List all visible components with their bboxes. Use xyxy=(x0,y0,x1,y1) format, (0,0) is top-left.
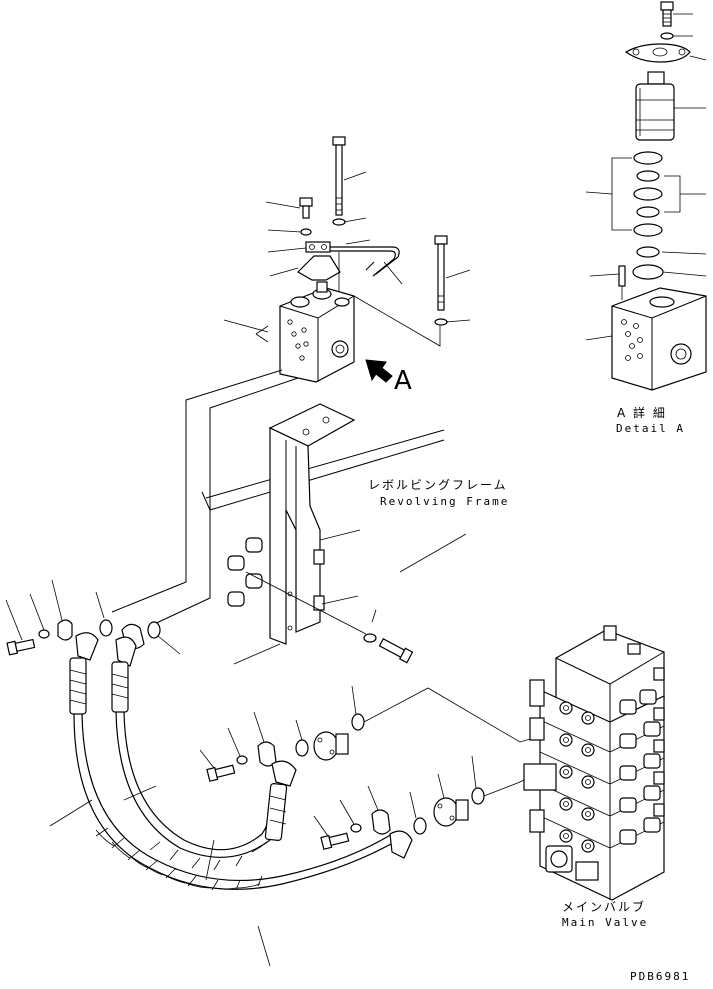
pilot-valve-assembly xyxy=(223,136,471,383)
long-bolt-right xyxy=(434,235,448,311)
pilot-leader-lines xyxy=(223,171,471,343)
detail-leader-lines xyxy=(585,13,707,341)
small-washer xyxy=(300,228,312,236)
washer-upper xyxy=(332,218,346,226)
hose-adapter-lower xyxy=(433,797,469,827)
detail-o-rings xyxy=(632,151,664,280)
pilot-bracket xyxy=(297,255,341,281)
detail-flange-plate xyxy=(624,43,691,63)
detail-pin xyxy=(618,265,626,287)
drawing-code: PDB6981 xyxy=(630,970,691,983)
spiral-guard xyxy=(95,827,263,891)
hose-fitting-2 xyxy=(115,636,137,667)
pilot-pipe xyxy=(330,246,400,277)
main-valve-inlet xyxy=(545,845,599,881)
detail-a-assembly xyxy=(585,1,707,391)
detail-a-label-jp: A 詳 細 xyxy=(617,406,667,420)
o-ring-2 xyxy=(147,621,161,639)
detail-cartridge xyxy=(635,71,675,141)
washer-right xyxy=(434,318,448,326)
hose-sleeve-2 xyxy=(111,661,129,713)
main-valve xyxy=(523,625,665,901)
hose-fitting-1 xyxy=(75,632,99,661)
long-bolt-upper xyxy=(332,136,346,216)
small-bolt xyxy=(299,197,313,219)
hose-bolt-left xyxy=(6,638,36,656)
left-hose-assemblies xyxy=(5,579,399,967)
hose-sleeve-1 xyxy=(69,657,87,715)
main-valve-label-en: Main Valve xyxy=(562,916,649,929)
revolving-frame-label-en: Revolving Frame xyxy=(380,495,510,508)
o-ring-1 xyxy=(99,619,113,637)
view-a-label: A xyxy=(394,366,412,396)
main-valve-ports xyxy=(559,701,595,853)
hose-washer-left xyxy=(38,629,50,639)
view-a-arrow xyxy=(365,359,393,383)
revolving-frame-bracket xyxy=(201,403,467,665)
detail-bolt xyxy=(660,1,674,27)
pilot-hoses xyxy=(111,369,299,627)
detail-washer xyxy=(660,32,674,40)
split-flange-1 xyxy=(57,619,73,641)
detail-a-label-en: Detail A xyxy=(616,422,685,435)
detail-valve-block xyxy=(611,287,707,391)
pilot-valve-block xyxy=(279,281,355,383)
pilot-fitting xyxy=(305,241,331,253)
hose-adapter-upper xyxy=(313,731,349,761)
main-valve-spools xyxy=(619,667,665,845)
revolving-frame-label-jp: レボルビングフレーム xyxy=(368,478,508,492)
middle-hose-assemblies xyxy=(199,685,561,859)
main-valve-label-jp: メインバルブ xyxy=(562,900,647,914)
